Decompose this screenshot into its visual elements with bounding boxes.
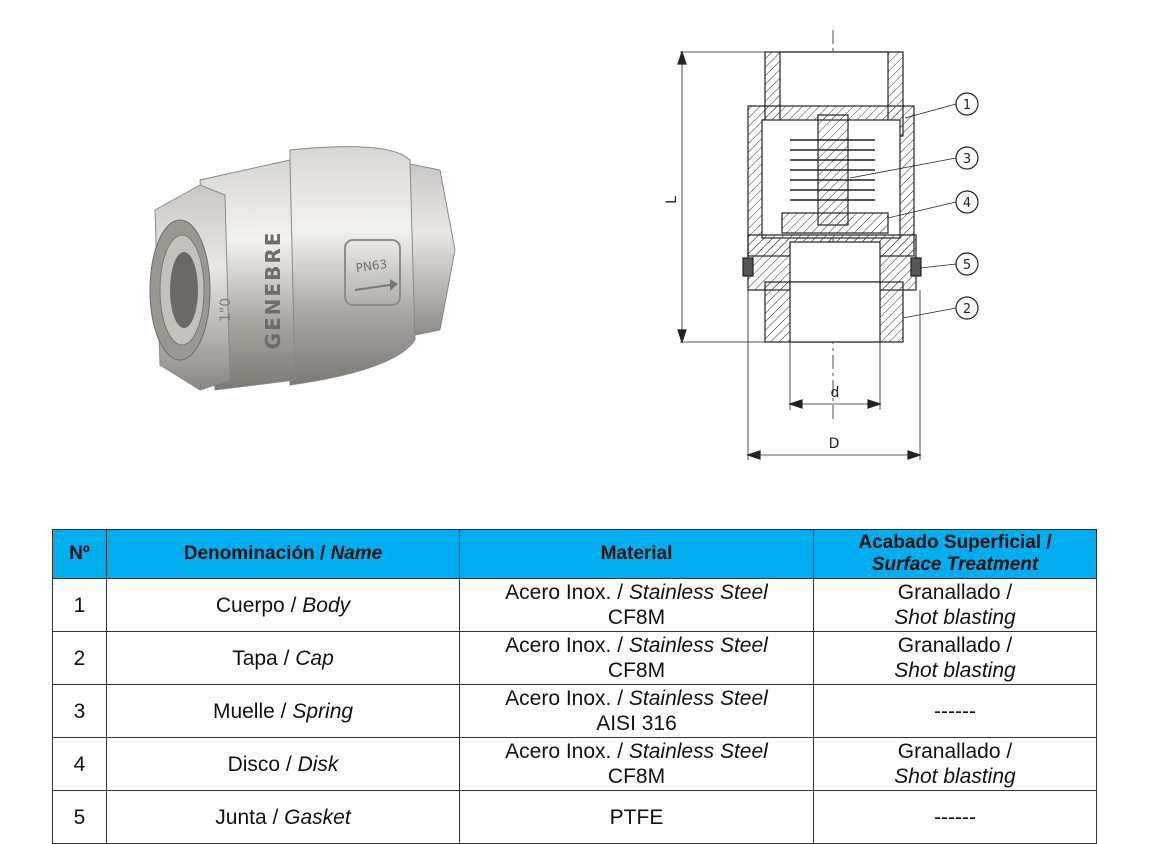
callout-2: 2 [963, 302, 971, 317]
cell-name: Muelle / Spring [106, 684, 460, 738]
cell-no: 2 [52, 631, 107, 685]
cell-name: Junta / Gasket [106, 790, 460, 844]
dim-length-label: L [664, 196, 680, 204]
dim-outer-label: D [829, 436, 840, 452]
dim-inner-label: d [831, 385, 840, 401]
cell-name: Tapa / Cap [106, 631, 460, 685]
cell-name: Disco / Disk [106, 737, 460, 791]
valve-photo: PN63 GENEBRE 1"0 [149, 146, 456, 391]
cross-section-drawing: 1 3 4 5 2 L d D [664, 30, 979, 460]
table-row: 5 Junta / Gasket PTFE ------ [52, 790, 1097, 844]
cell-finish: ------ [813, 684, 1097, 738]
table-header-row: Nº Denominación / Name Material Acabado … [52, 529, 1097, 579]
cell-finish: ------ [813, 790, 1097, 844]
callout-1: 1 [963, 98, 971, 113]
brand-logo-text: GENEBRE [261, 231, 285, 350]
header-material: Material [459, 529, 814, 579]
marking-text: PN63 [355, 257, 388, 275]
header-no: Nº [52, 529, 107, 579]
cell-no: 4 [52, 737, 107, 791]
side-mark-text: 1"0 [218, 298, 234, 322]
table-row: 2 Tapa / Cap Acero Inox. / Stainless Ste… [52, 631, 1097, 685]
cell-finish: Granallado /Shot blasting [813, 631, 1097, 685]
cell-no: 5 [52, 790, 107, 844]
callout-4: 4 [963, 196, 971, 211]
table-row: 4 Disco / Disk Acero Inox. / Stainless S… [52, 737, 1097, 791]
cell-no: 3 [52, 684, 107, 738]
callout-3: 3 [963, 152, 971, 167]
table-row: 1 Cuerpo / Body Acero Inox. / Stainless … [52, 578, 1097, 632]
cell-finish: Granallado /Shot blasting [813, 737, 1097, 791]
header-name: Denominación / Name [106, 529, 460, 579]
parts-table: Nº Denominación / Name Material Acabado … [52, 529, 1097, 844]
cell-name: Cuerpo / Body [106, 578, 460, 632]
cell-no: 1 [52, 578, 107, 632]
cell-material: PTFE [459, 790, 814, 844]
callout-5: 5 [963, 258, 971, 273]
table-row: 3 Muelle / Spring Acero Inox. / Stainles… [52, 684, 1097, 738]
header-finish: Acabado Superficial /Surface Treatment [813, 529, 1097, 579]
cell-finish: Granallado /Shot blasting [813, 578, 1097, 632]
